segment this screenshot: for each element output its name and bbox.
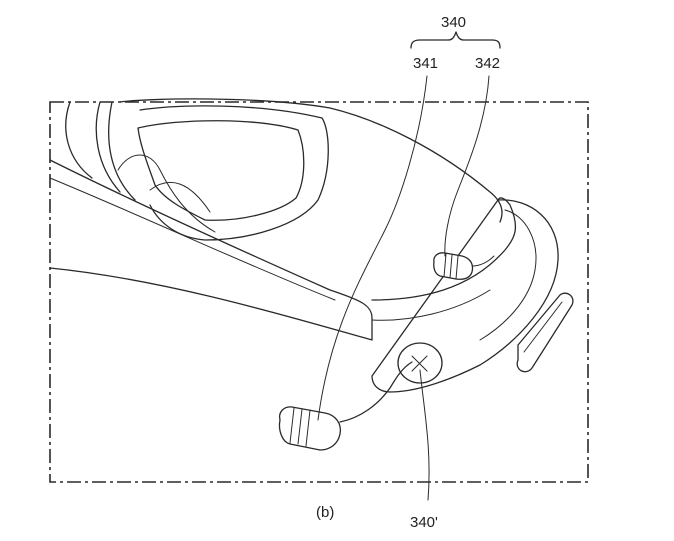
- head-strap-inner-edge: [49, 177, 336, 301]
- head-strap-outline: [49, 159, 373, 341]
- goggle-lens: [137, 120, 305, 221]
- label-340: 340: [441, 14, 466, 31]
- leader-line-341: [317, 75, 428, 421]
- goggle-lens-inner: [149, 181, 211, 213]
- label-341: 341: [413, 55, 438, 72]
- face-cushion: [117, 154, 216, 233]
- side-button: [516, 292, 574, 373]
- earphone-cord: [339, 361, 413, 423]
- leader-line-340-prime: [419, 369, 430, 501]
- label-340-prime: 340': [410, 514, 438, 531]
- goggle-housing-outline: [119, 98, 503, 223]
- earphone-port-mark: [411, 355, 428, 372]
- figure-caption: (b): [316, 504, 334, 521]
- earphone-port: [397, 342, 443, 384]
- hmd-device-drawing: [49, 31, 574, 501]
- earphone-left: [278, 361, 413, 451]
- label-342: 342: [475, 55, 500, 72]
- side-housing: [371, 197, 517, 301]
- earphone-right: [433, 252, 495, 280]
- group-brace: [410, 31, 501, 49]
- leader-line-342: [444, 75, 490, 257]
- strap-curl: [65, 101, 136, 201]
- side-housing-band: [371, 209, 537, 341]
- side-button-edge: [523, 301, 563, 353]
- detail-boundary-frame: [49, 101, 589, 483]
- side-housing-front: [371, 199, 559, 393]
- goggle-housing-rim: [139, 105, 329, 241]
